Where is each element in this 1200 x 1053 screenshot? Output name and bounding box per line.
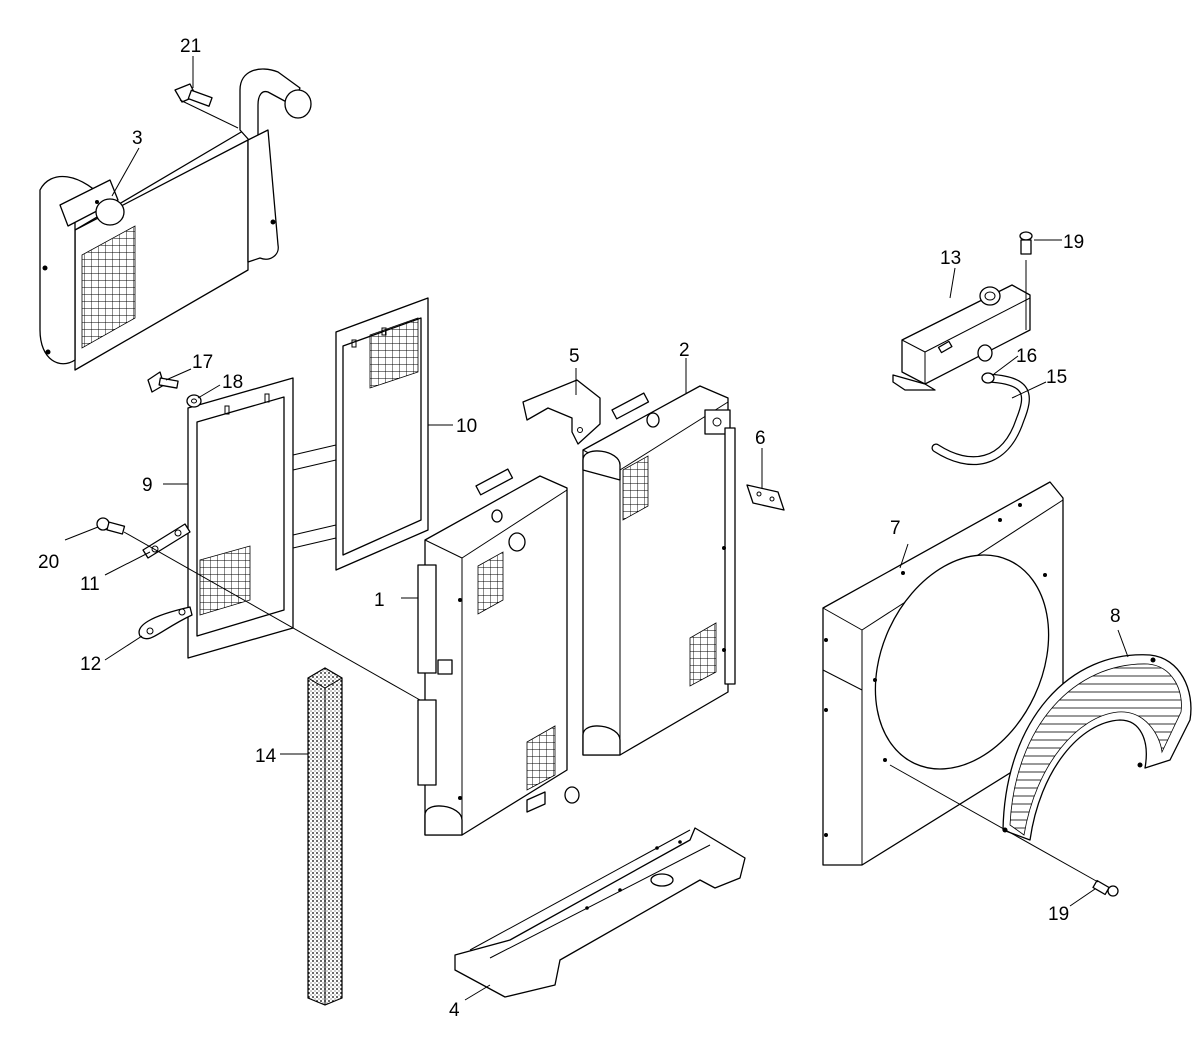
- bolt: [1092, 879, 1119, 897]
- radiator: [417, 468, 580, 836]
- seal-strip: [307, 667, 343, 1006]
- callout-4: 4: [449, 1000, 460, 1021]
- stay-upper: [142, 523, 191, 559]
- callout-9: 9: [142, 475, 153, 496]
- wing-bolt: [147, 371, 179, 393]
- callout-14: 14: [255, 746, 277, 767]
- leader-lines: [64, 56, 1129, 1001]
- support-base: [454, 827, 746, 998]
- callout-19-bottom: 19: [1048, 904, 1069, 925]
- washer: [186, 394, 202, 408]
- hose: [931, 373, 1030, 466]
- callout-15: 15: [1046, 367, 1067, 388]
- callout-19-top: 19: [1063, 232, 1084, 253]
- callout-10: 10: [456, 416, 477, 437]
- callout-17: 17: [192, 352, 213, 373]
- callout-7: 7: [890, 518, 901, 539]
- callout-16: 16: [1016, 346, 1037, 367]
- callout-18: 18: [222, 372, 243, 393]
- hose-clip: [981, 372, 995, 384]
- callout-8: 8: [1110, 606, 1121, 627]
- plate: [746, 484, 785, 511]
- callout-6: 6: [755, 428, 766, 449]
- callout-13: 13: [940, 248, 961, 269]
- stay-lower: [138, 606, 193, 640]
- callout-20: 20: [38, 552, 59, 573]
- callout-3: 3: [132, 128, 143, 149]
- callout-5: 5: [569, 346, 580, 367]
- callout-21: 21: [180, 36, 201, 57]
- screen: [292, 297, 429, 571]
- bolt: [96, 517, 126, 535]
- fan-shroud: [822, 481, 1064, 866]
- intercooler: [39, 68, 312, 371]
- bolt: [1019, 231, 1033, 255]
- callout-11: 11: [80, 574, 100, 595]
- bolt: [174, 83, 213, 107]
- callouts: 21 3 13 19 16 15 5 2 17 18 10 6 9 7 20 1…: [38, 36, 1121, 1021]
- callout-1: 1: [374, 590, 385, 611]
- reserve-tank: [892, 260, 1031, 391]
- oil-cooler: [582, 385, 736, 756]
- screen-frame: [187, 377, 294, 659]
- fan-guard: [1002, 654, 1192, 841]
- callout-2: 2: [679, 340, 690, 361]
- bracket: [522, 379, 601, 445]
- callout-12: 12: [80, 654, 101, 675]
